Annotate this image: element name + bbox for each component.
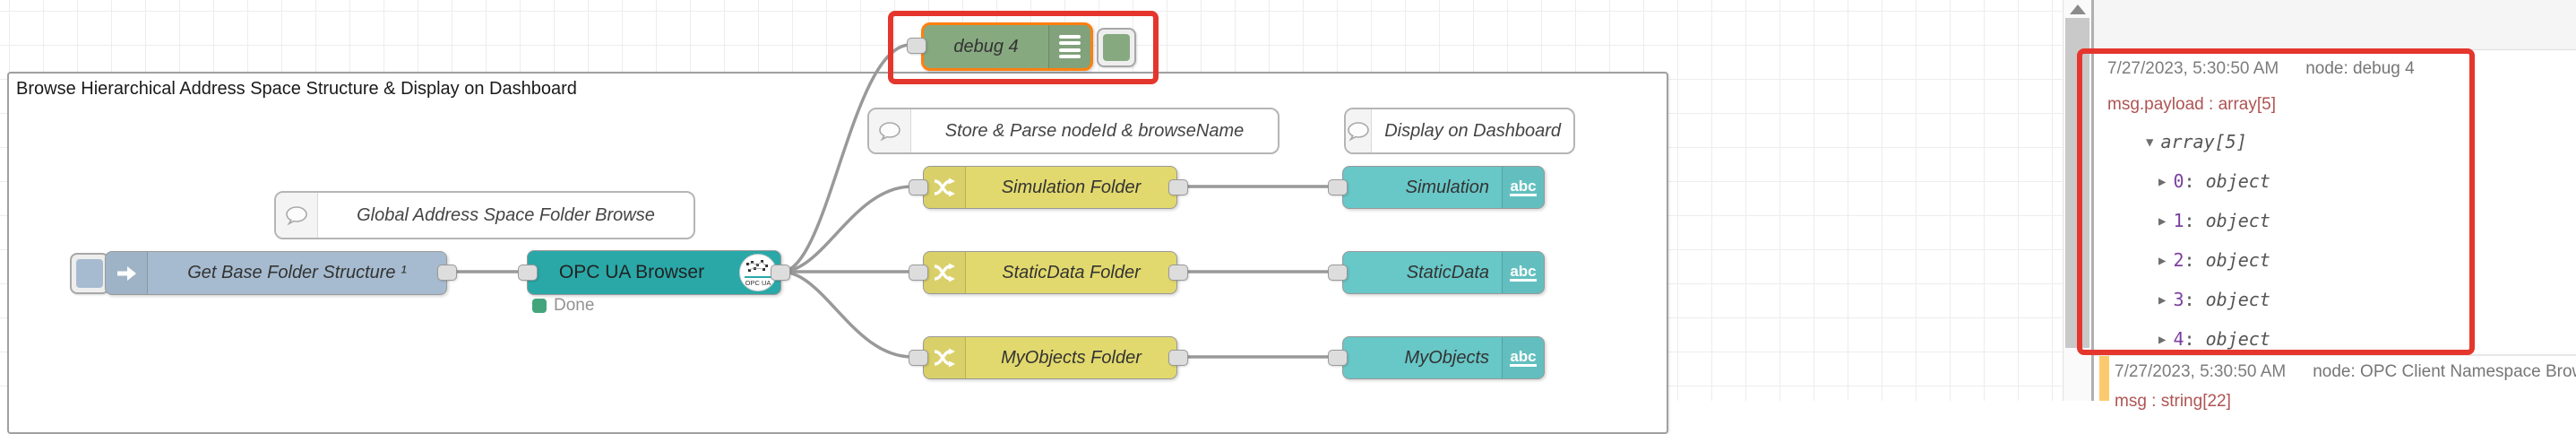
switch-icon — [924, 337, 966, 378]
message-separator — [2094, 354, 2576, 356]
inject-button-inner — [76, 259, 103, 288]
status-dot-icon — [532, 299, 547, 313]
node-label: Get Base Folder Structure ¹ — [187, 263, 407, 282]
debug-list-header-area — [2094, 0, 2576, 50]
debug-icon — [1048, 25, 1090, 68]
comment-label: Global Address Space Folder Browse — [357, 204, 655, 225]
node-label: OPC UA Browser — [558, 262, 705, 282]
port-text3-in[interactable] — [1328, 350, 1348, 366]
comment-label: Store & Parse nodeId & browseName — [944, 120, 1245, 141]
json-item-row[interactable]: ▶0: object — [2158, 170, 2270, 192]
node-debug[interactable]: debug 4 — [921, 22, 1093, 71]
annotation-box-debug-node — [888, 11, 1159, 84]
node-label: MyObjects Folder — [1001, 347, 1142, 368]
msg-property-path: msg : string[22] — [2115, 392, 2231, 411]
comment-label: Display on Dashboard — [1384, 120, 1561, 141]
node-uitext-simulation[interactable]: Simulation abc — [1342, 166, 1545, 209]
abc-text-icon: abc — [1502, 337, 1544, 378]
node-label: MyObjects — [1404, 347, 1489, 368]
source-node: node: OPC Client Namespace Brow — [2313, 362, 2576, 381]
node-label: StaticData Folder — [1002, 262, 1141, 282]
port-opcua-in[interactable] — [518, 265, 538, 281]
port-sw2-in[interactable] — [909, 265, 928, 281]
port-sw2-out[interactable] — [1168, 265, 1188, 281]
debug-message-meta: 7/27/2023, 5:30:50 AM node: debug 4 — [2107, 59, 2415, 79]
timestamp: 7/27/2023, 5:30:50 AM — [2107, 59, 2279, 78]
expand-triangle-icon[interactable]: ▶ — [2158, 214, 2167, 229]
port-sw3-in[interactable] — [909, 350, 928, 366]
inject-arrow-icon — [106, 252, 148, 294]
comment-display-dashboard[interactable]: Display on Dashboard — [1344, 108, 1575, 154]
node-opcua-browser[interactable]: OPC UA Browser OPC UA — [527, 250, 781, 295]
debug-sidebar[interactable]: 7/27/2023, 5:30:50 AM node: debug 4 msg.p… — [2077, 0, 2576, 411]
comment-bubble-icon — [1346, 109, 1373, 152]
node-switch-myobjects[interactable]: MyObjects Folder — [923, 336, 1177, 379]
port-text2-in[interactable] — [1328, 265, 1348, 281]
collapse-triangle-icon[interactable]: ▼ — [2146, 135, 2154, 150]
node-uitext-myobjects[interactable]: MyObjects abc — [1342, 336, 1545, 379]
json-item-row[interactable]: ▶4: object — [2158, 328, 2270, 350]
msg-property-path: msg.payload : array[5] — [2107, 95, 2276, 114]
node-label: Simulation — [1405, 177, 1489, 197]
comment-store-parse[interactable]: Store & Parse nodeId & browseName — [867, 108, 1279, 154]
json-item-row[interactable]: ▶2: object — [2158, 249, 2270, 271]
port-text1-in[interactable] — [1328, 179, 1348, 195]
expand-triangle-icon[interactable]: ▶ — [2158, 254, 2167, 268]
debug-message-meta: 7/27/2023, 5:30:50 AM node: OPC Client Na… — [2115, 362, 2576, 382]
debug-toggle-state — [1103, 34, 1130, 61]
svg-text:OPC UA: OPC UA — [745, 279, 771, 287]
node-inject[interactable]: Get Base Folder Structure ¹ — [105, 251, 447, 295]
timestamp: 7/27/2023, 5:30:50 AM — [2115, 362, 2287, 381]
inject-button[interactable] — [70, 253, 109, 294]
message-highlight-bar — [2099, 356, 2109, 401]
node-label: Simulation Folder — [1001, 177, 1142, 197]
node-label: StaticData — [1406, 262, 1489, 282]
switch-icon — [924, 252, 966, 293]
json-item-row[interactable]: ▶1: object — [2158, 210, 2270, 231]
group-label: Browse Hierarchical Address Space Struct… — [16, 79, 577, 99]
debug-toggle-button[interactable] — [1097, 28, 1136, 67]
sidebar-splitter[interactable] — [2091, 0, 2094, 401]
status-text: Done — [554, 296, 595, 315]
annotation-box-debug-message — [2077, 48, 2475, 355]
port-opcua-out[interactable] — [771, 265, 790, 281]
port-sw1-in[interactable] — [909, 179, 928, 195]
json-root-type: array[5] — [2160, 131, 2247, 152]
node-label: debug 4 — [953, 36, 1019, 56]
node-switch-simulation[interactable]: Simulation Folder — [923, 166, 1177, 209]
node-status: Done — [532, 296, 594, 316]
port-inject-out[interactable] — [437, 265, 457, 281]
json-root-row[interactable]: ▼ array[5] — [2146, 131, 2247, 152]
flow-canvas[interactable]: Browse Hierarchical Address Space Struct… — [0, 0, 2063, 434]
comment-global-browse[interactable]: Global Address Space Folder Browse — [274, 191, 695, 239]
port-sw3-out[interactable] — [1168, 350, 1188, 366]
expand-triangle-icon[interactable]: ▶ — [2158, 175, 2167, 189]
comment-bubble-icon — [869, 109, 911, 152]
port-sw1-out[interactable] — [1168, 179, 1188, 195]
source-node: node: debug 4 — [2305, 59, 2415, 78]
switch-icon — [924, 167, 966, 208]
abc-text-icon: abc — [1502, 167, 1544, 208]
comment-bubble-icon — [276, 193, 318, 238]
node-uitext-staticdata[interactable]: StaticData abc — [1342, 251, 1545, 294]
expand-triangle-icon[interactable]: ▶ — [2158, 333, 2167, 347]
json-item-row[interactable]: ▶3: object — [2158, 289, 2270, 310]
scroll-up-arrow-icon[interactable] — [2070, 4, 2086, 14]
node-switch-staticdata[interactable]: StaticData Folder — [923, 251, 1177, 294]
abc-text-icon: abc — [1502, 252, 1544, 293]
expand-triangle-icon[interactable]: ▶ — [2158, 293, 2167, 308]
